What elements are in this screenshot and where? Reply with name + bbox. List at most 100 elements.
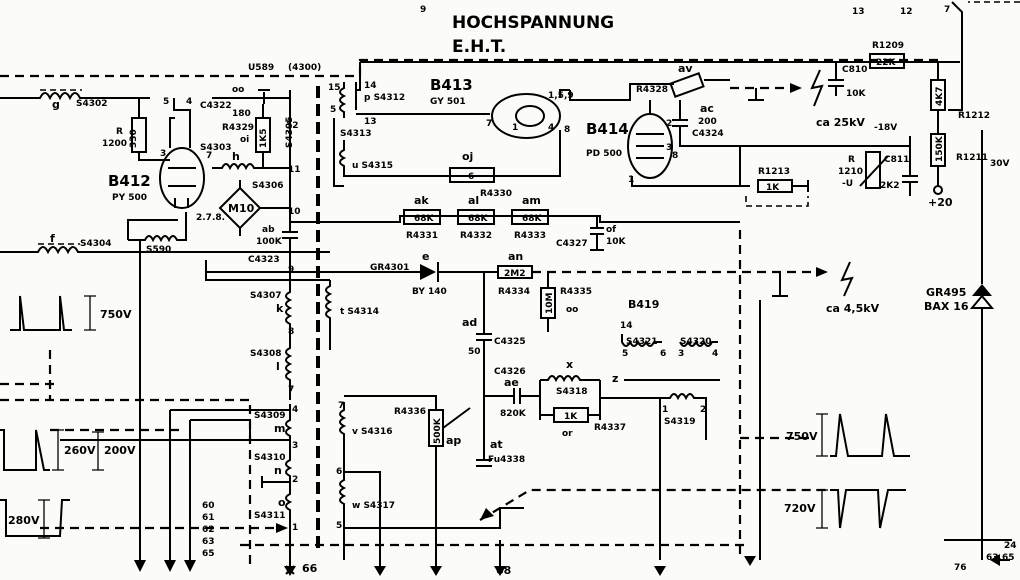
label-pin1b: 1 <box>292 523 298 533</box>
label-ab: ab <box>262 225 275 235</box>
label-s4304: S4304 <box>80 239 112 249</box>
label-fu4338: Fu4338 <box>488 455 525 465</box>
label-r4333: R4333 <box>514 231 546 241</box>
label-al: al <box>468 194 479 207</box>
label-r4332-val: 68K <box>468 214 489 224</box>
label-c10k: 10K <box>606 237 627 247</box>
label-p63: 63 <box>202 537 215 547</box>
tube-b413 <box>491 93 561 139</box>
label-c50: 50 <box>468 347 481 357</box>
label-l: l <box>276 360 280 373</box>
label-r4329: R4329 <box>222 123 254 133</box>
label-n14: 14 <box>620 321 633 331</box>
label-pin2b: 2 <box>292 475 298 485</box>
label-r1200a: R <box>116 127 123 137</box>
winding-s4316-s4317 <box>339 402 347 560</box>
label-c100k: 100K <box>256 237 283 247</box>
label-r4334: R4334 <box>498 287 530 297</box>
label-f: f <box>50 232 55 245</box>
label-am: am <box>522 194 541 207</box>
coil-s4303 <box>212 163 290 171</box>
label-s5: 5 <box>330 105 336 115</box>
label-w-s4317: w S4317 <box>352 501 395 511</box>
coil-s4321 <box>621 334 662 347</box>
label-r1211-val: 150K <box>935 135 945 162</box>
label-pins-278: 2.7.8. <box>196 213 225 223</box>
label-v260: 260V <box>64 444 96 457</box>
label-n1: 1 <box>662 405 668 415</box>
winding-s4307-s4308 <box>285 260 293 400</box>
label-s4321: S4321 <box>626 337 658 347</box>
label-pin11: 11 <box>288 165 301 175</box>
dashed-frame-left2 <box>0 398 252 570</box>
label-gr495: GR495 <box>926 286 966 299</box>
waveform-720v <box>830 489 906 529</box>
label-r4336-val: 500K <box>433 417 443 444</box>
label-oo: oo <box>232 85 244 95</box>
label-r1200b: 1200 <box>102 139 127 149</box>
label-r1210c: -U <box>842 179 853 189</box>
label-r4336: R4336 <box>394 407 426 417</box>
label-r4337: R4337 <box>594 423 626 433</box>
label-at: at <box>490 438 503 451</box>
resistor-r4328 <box>669 72 705 98</box>
b412-type: PY 500 <box>112 193 147 203</box>
label-bottom-24: 24 <box>1004 541 1017 551</box>
label-r4332: R4332 <box>460 231 492 241</box>
label-s13: 13 <box>364 117 377 127</box>
label-r4337-val: 1K <box>564 412 578 422</box>
transformer-name: U589 <box>248 63 274 73</box>
title-line2: E.H.T. <box>452 37 506 57</box>
label-ca45: ca 4,5kV <box>826 302 880 315</box>
label-bottom-66: 66 <box>302 562 318 575</box>
label-gr4301: GR4301 <box>370 263 409 273</box>
diode-gr495 <box>972 284 992 296</box>
label-v200: 200V <box>104 444 136 457</box>
tube-b412 <box>159 147 205 209</box>
label-v-s4316: v S4316 <box>352 427 393 437</box>
hv-bolt-45kv <box>840 261 854 297</box>
label-c159: 1,5,9 <box>548 91 574 101</box>
label-s4308: S4308 <box>250 349 282 359</box>
capacitor-c4327 <box>590 216 604 251</box>
label-x: x <box>566 358 573 371</box>
label-r4330: R4330 <box>480 189 512 199</box>
label-r4333-val: 68K <box>522 214 543 224</box>
label-r1210a: R <box>848 155 855 165</box>
winding-s4309-s4311 <box>285 404 293 560</box>
label-n5: 5 <box>622 349 628 359</box>
label-pin12: 12 <box>286 121 299 131</box>
label-s4303: S4303 <box>200 143 232 153</box>
label-v750b: 750V <box>786 430 818 443</box>
label-of: of <box>606 225 616 235</box>
label-b414-pins-3: 3 <box>666 143 672 153</box>
label-s4313: S4313 <box>340 129 372 139</box>
label-g: g <box>52 98 60 111</box>
label-r1209-val: 22K <box>876 58 897 68</box>
label-m18v: -18V <box>874 123 897 133</box>
b413-name: B413 <box>430 76 473 94</box>
label-o: o <box>278 496 286 509</box>
label-c4322-val: 180 <box>232 109 251 119</box>
label-c200: 200 <box>698 117 717 127</box>
ref-9: 9 <box>420 5 426 15</box>
waveform-750v-a <box>10 295 72 331</box>
winding-s4315 <box>339 130 561 177</box>
capacitor-c810 <box>828 62 844 96</box>
label-p65: 65 <box>202 549 215 559</box>
label-s4302: S4302 <box>76 99 108 109</box>
label-s4310: S4310 <box>254 453 286 463</box>
label-e: e <box>422 250 429 263</box>
capacitor-c4325 <box>476 272 492 430</box>
coil-s4320 <box>679 339 718 347</box>
waveform-750v-b <box>830 413 910 457</box>
winding-s4314 <box>325 280 333 350</box>
label-bax16: BAX 16 <box>924 300 969 313</box>
label-c810: C810 <box>842 65 867 75</box>
b412-name: B412 <box>108 172 151 190</box>
label-pin5: 5 <box>163 97 169 107</box>
label-s4311: S4311 <box>254 511 286 521</box>
label-by140: BY 140 <box>412 287 447 297</box>
resistor-r1209 <box>869 53 905 69</box>
